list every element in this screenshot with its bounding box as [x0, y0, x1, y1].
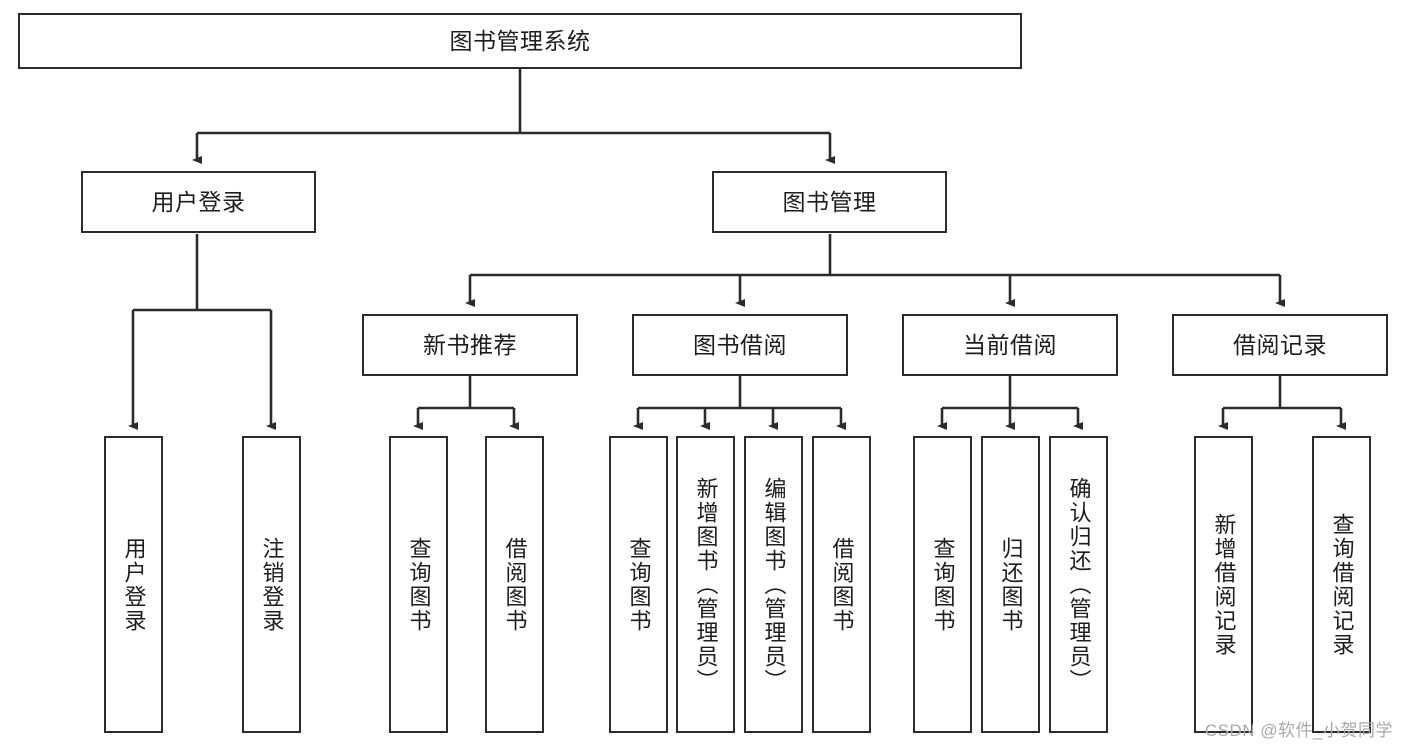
leaf-current-confirm-return-admin[interactable]: 确认归还（管理员）: [1049, 436, 1108, 733]
leaf-borrow-add-book-admin[interactable]: 新增图书（管理员）: [676, 436, 735, 733]
node-label: 借阅图书: [829, 536, 855, 633]
node-borrow-record[interactable]: 借阅记录: [1172, 314, 1388, 376]
leaf-record-add-record[interactable]: 新增借阅记录: [1194, 436, 1253, 733]
node-label: 确认归还（管理员）: [1066, 476, 1092, 693]
leaf-current-query-book[interactable]: 查询图书: [913, 436, 972, 733]
node-label: 图书管理系统: [449, 27, 591, 54]
csdn-watermark: CSDN @软件_小贺同学: [1204, 721, 1393, 740]
node-label: 注销登录: [259, 536, 285, 633]
node-label: 图书借阅: [693, 331, 787, 358]
leaf-borrow-query-book[interactable]: 查询图书: [609, 436, 668, 733]
node-label: 查询图书: [930, 536, 956, 633]
node-label: 借阅图书: [502, 536, 528, 633]
node-label: 当前借阅: [963, 331, 1057, 358]
leaf-borrow-edit-book-admin[interactable]: 编辑图书（管理员）: [744, 436, 803, 733]
node-user-login[interactable]: 用户登录: [81, 171, 316, 233]
node-book-borrow[interactable]: 图书借阅: [632, 314, 848, 376]
leaf-recommend-query-book[interactable]: 查询图书: [389, 436, 448, 733]
leaf-record-query-record[interactable]: 查询借阅记录: [1312, 436, 1371, 733]
node-label: 新增图书（管理员）: [693, 476, 719, 693]
node-label: 新书推荐: [423, 331, 517, 358]
node-label: 借阅记录: [1233, 331, 1327, 358]
leaf-recommend-borrow-book[interactable]: 借阅图书: [485, 436, 544, 733]
node-label: 查询借阅记录: [1329, 512, 1355, 657]
leaf-current-return-book[interactable]: 归还图书: [981, 436, 1040, 733]
node-label: 编辑图书（管理员）: [761, 476, 787, 693]
leaf-user-login-signout[interactable]: 注销登录: [242, 436, 301, 733]
node-new-book-recommend[interactable]: 新书推荐: [362, 314, 578, 376]
leaf-user-login-signin[interactable]: 用户登录: [104, 436, 163, 733]
node-root-system[interactable]: 图书管理系统: [18, 13, 1022, 69]
leaf-borrow-borrow-book[interactable]: 借阅图书: [812, 436, 871, 733]
node-label: 用户登录: [151, 188, 246, 215]
node-label: 查询图书: [626, 536, 652, 633]
node-book-management[interactable]: 图书管理: [712, 171, 947, 233]
node-label: 图书管理: [782, 188, 877, 215]
node-label: 用户登录: [121, 536, 147, 633]
node-label: 归还图书: [998, 536, 1024, 633]
node-label: 新增借阅记录: [1211, 512, 1237, 657]
node-current-borrow[interactable]: 当前借阅: [902, 314, 1118, 376]
node-label: 查询图书: [406, 536, 432, 633]
